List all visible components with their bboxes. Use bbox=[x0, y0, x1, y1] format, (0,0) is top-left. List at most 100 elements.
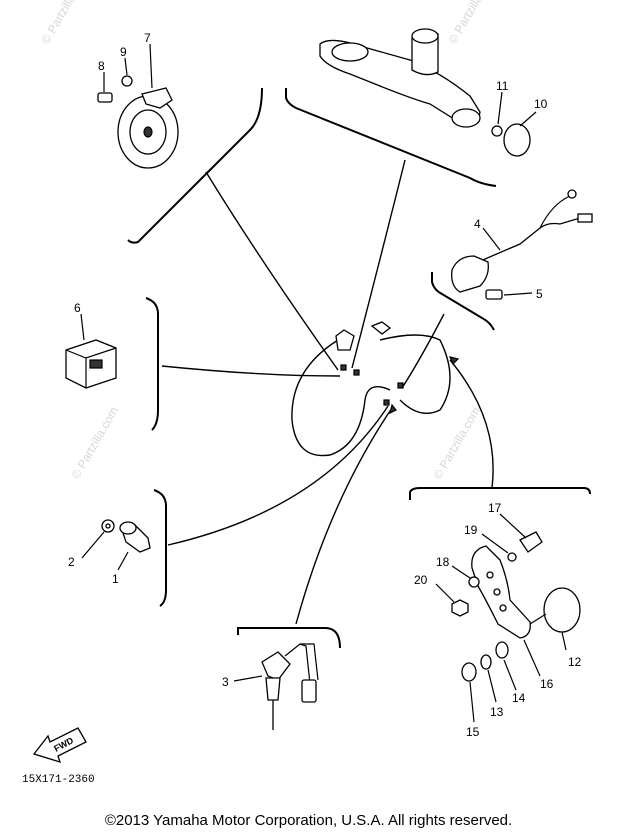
plug-3-terminal bbox=[301, 679, 317, 703]
harness-clip-a bbox=[340, 364, 347, 371]
crown-stem-top bbox=[411, 28, 439, 44]
leader-17 bbox=[499, 513, 527, 539]
relay-6-terminal bbox=[89, 359, 103, 369]
washer-11 bbox=[491, 125, 503, 137]
leader-wires bbox=[161, 159, 494, 625]
washer-2-hole bbox=[105, 523, 111, 529]
callout-6: 6 bbox=[74, 301, 81, 315]
wiring-harness bbox=[291, 321, 451, 457]
bracket-16-hole-c bbox=[499, 604, 507, 612]
washer-9 bbox=[121, 75, 133, 87]
callout-3: 3 bbox=[222, 675, 229, 689]
harness-clip-b bbox=[353, 369, 360, 376]
leader-10 bbox=[519, 111, 537, 127]
callout-18: 18 bbox=[436, 555, 450, 569]
bracket-mirror bbox=[409, 487, 591, 500]
brackets bbox=[127, 87, 591, 649]
mirror-12-stem bbox=[529, 613, 547, 625]
leader-19 bbox=[481, 533, 509, 554]
wire-switch-4 bbox=[401, 313, 445, 389]
leader-1 bbox=[117, 551, 129, 571]
relay-6-assembly bbox=[65, 313, 117, 389]
plug-3-lead bbox=[284, 643, 319, 681]
diagram-code: 15X171-2360 bbox=[22, 774, 95, 786]
leader-15 bbox=[469, 681, 475, 723]
callout-2: 2 bbox=[68, 555, 75, 569]
fwd-arrow: FWD bbox=[32, 727, 87, 763]
mirror-assembly bbox=[435, 513, 581, 723]
leader-16 bbox=[523, 639, 541, 677]
callout-12: 12 bbox=[568, 655, 582, 669]
washer-18 bbox=[468, 576, 480, 588]
handlebar-crown-assembly bbox=[319, 28, 537, 157]
callout-9: 9 bbox=[120, 45, 127, 59]
bracket-horn bbox=[127, 87, 263, 244]
arrow-mirror bbox=[448, 356, 460, 366]
callout-16: 16 bbox=[540, 677, 554, 691]
bracket-16-hole-a bbox=[486, 571, 494, 579]
mirror-12 bbox=[543, 587, 581, 633]
arrow-plug bbox=[389, 403, 397, 415]
bracket-16 bbox=[471, 545, 531, 639]
watermark-top: © Partzilla bbox=[445, 0, 485, 47]
callout-14: 14 bbox=[512, 691, 526, 705]
cap-10 bbox=[503, 123, 531, 157]
wire-plug bbox=[295, 407, 393, 625]
leader-3 bbox=[233, 675, 263, 682]
leader-12 bbox=[561, 631, 567, 651]
wire-relay bbox=[161, 365, 341, 377]
leader-14 bbox=[503, 659, 517, 691]
switch-4-terminal-b bbox=[577, 213, 593, 223]
bracket-switch-4 bbox=[431, 272, 495, 331]
callout-15: 15 bbox=[466, 725, 480, 739]
callout-17: 17 bbox=[488, 501, 502, 515]
plug-3-cap bbox=[261, 651, 291, 681]
crown-boss-left bbox=[331, 42, 369, 62]
bolt-8 bbox=[97, 92, 113, 103]
leader-20 bbox=[435, 583, 455, 603]
harness-branch bbox=[379, 334, 451, 414]
washer-13 bbox=[480, 654, 492, 670]
switch-4-body bbox=[451, 255, 489, 293]
nut-20 bbox=[451, 599, 469, 617]
watermark-center: © Partzilla.com bbox=[430, 404, 483, 481]
plug-3-body bbox=[265, 677, 281, 701]
leader-2 bbox=[81, 531, 105, 559]
watermark-left-mid: © Partzilla.com bbox=[68, 404, 121, 481]
relay-6-edge bbox=[65, 347, 117, 388]
leader-4 bbox=[482, 227, 501, 251]
watermark-left-top: © Partzilla.com bbox=[38, 0, 91, 47]
switch-4-lead-a bbox=[539, 195, 571, 229]
harness-clip-c bbox=[383, 399, 390, 406]
leader-7 bbox=[149, 43, 153, 89]
wire-horn bbox=[205, 171, 339, 371]
leader-5 bbox=[503, 292, 533, 296]
bracket-relay-6 bbox=[145, 297, 159, 431]
plug-3-lead-b bbox=[299, 643, 311, 685]
horn-center bbox=[143, 126, 153, 138]
horn-bracket bbox=[141, 87, 173, 109]
bracket-handlebar bbox=[285, 88, 497, 187]
wire-switch-1 bbox=[167, 405, 389, 546]
switch-4-cable bbox=[477, 217, 581, 263]
wire-handlebar bbox=[351, 159, 406, 369]
callout-numbers: 1 2 3 4 5 6 7 8 9 10 11 12 13 14 15 16 1… bbox=[68, 31, 582, 739]
callout-8: 8 bbox=[98, 59, 105, 73]
bracket-switch-1 bbox=[153, 489, 167, 607]
callout-13: 13 bbox=[490, 705, 504, 719]
callout-4: 4 bbox=[474, 217, 481, 231]
nut-15 bbox=[461, 662, 477, 682]
crown-boss-right bbox=[451, 108, 481, 128]
washer-19 bbox=[507, 552, 517, 562]
switch-1-head bbox=[119, 521, 137, 535]
bolt-17 bbox=[519, 531, 543, 553]
harness-loop bbox=[291, 339, 391, 457]
harness-connector-a bbox=[335, 329, 355, 351]
wire-mirror bbox=[449, 359, 494, 489]
switch-1-assembly bbox=[81, 519, 151, 571]
copyright-notice: ©2013 Yamaha Motor Corporation, U.S.A. A… bbox=[104, 812, 513, 829]
switch-4-assembly bbox=[451, 189, 593, 300]
callout-19: 19 bbox=[464, 523, 478, 537]
bracket-plug-3 bbox=[237, 627, 341, 649]
